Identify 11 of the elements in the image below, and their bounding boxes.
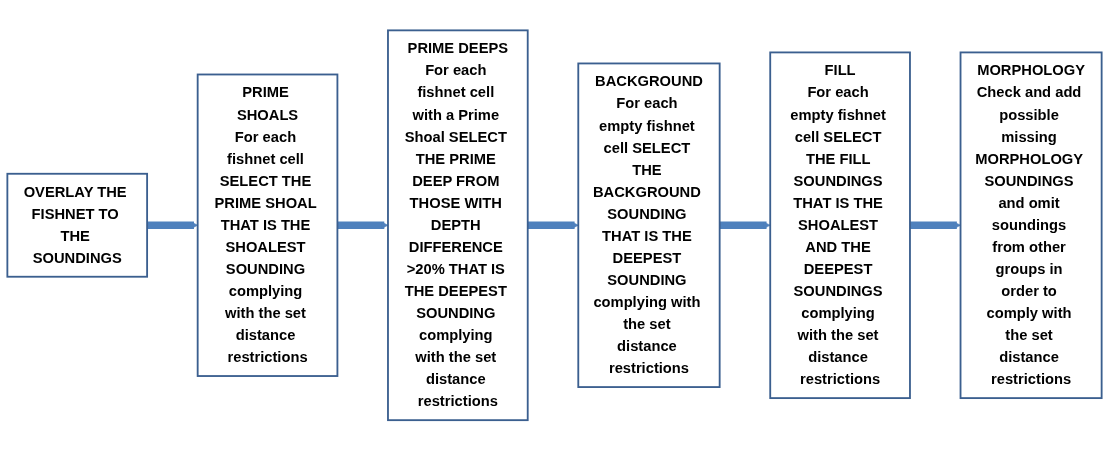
node-box: PRIME SHOALS For each fishnet cell SELECT THE PRIME SHOAL THAT IS THE SHOALEST SOUNDING complying with the set distance restrictions bbox=[196, 73, 339, 377]
arrow bbox=[337, 220, 389, 230]
node-box: OVERLAY THE FISHNET TO THE SOUNDINGS bbox=[6, 172, 148, 278]
arrow bbox=[909, 220, 961, 230]
node-box: PRIME DEEPS For each fishnet cell with a Prime Shoal SELECT THE PRIME DEEP FROM THOSE WITH DEPTH DIFFERENCE >20% THAT IS THE DEEPEST SOUNDING complying with the set distance restrictions bbox=[387, 29, 529, 421]
node-box: FILL For each empty fishnet cell SELECT THE FILL SOUNDINGS THAT IS THE SHOALEST AND THE DEEPEST SOUNDINGS complying with the set distance restrictions bbox=[769, 51, 911, 399]
arrow bbox=[527, 220, 579, 230]
node-box: MORPHOLOGY Check and add possible missing MORPHOLOGY SOUNDINGS and omit soundings from other groups in order to comply with the set distance restrictions bbox=[959, 51, 1103, 399]
arrow bbox=[147, 220, 199, 230]
node-box: BACKGROUND For each empty fishnet cell SELECT THE BACKGROUND SOUNDING THAT IS THE DEEPEST SOUNDING complying with the set distance restrictions bbox=[577, 62, 721, 388]
arrow bbox=[719, 220, 771, 230]
